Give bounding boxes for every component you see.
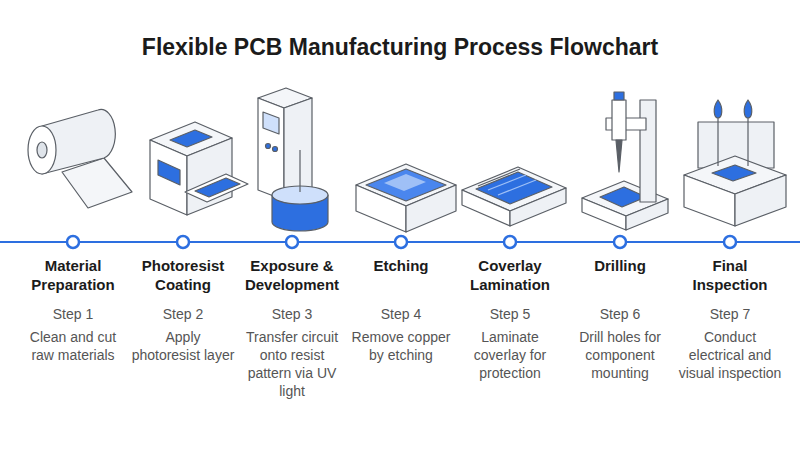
timeline (0, 236, 800, 248)
step-description: Drill holes for component mounting (568, 328, 672, 382)
process-step: Coverlay LaminationStep 5 Laminate coverl… (458, 236, 562, 382)
process-step: DrillingStep 6 Drill holes for component … (568, 236, 672, 382)
process-step: Material PreparationStep 1 Clean and cut … (21, 236, 125, 364)
step-description: Apply photoresist layer (131, 328, 235, 364)
step-title: Etching (349, 256, 453, 294)
etching-tank (356, 164, 456, 232)
step-title: Final Inspection (678, 256, 782, 294)
step-number: Step 5 (458, 306, 562, 323)
step-description: Laminate coverlay for protection (458, 328, 562, 382)
step-title: Coverlay Lamination (458, 256, 562, 294)
drilling-machine (582, 92, 668, 230)
step-number: Step 6 (568, 306, 672, 323)
process-step: Photoresist CoatingStep 2 Apply photoresi… (131, 236, 235, 364)
timeline-connector (672, 241, 678, 243)
step-title: Material Preparation (21, 256, 125, 294)
step-description: Transfer circuit onto resist pattern via… (240, 328, 344, 400)
material-roll (28, 109, 132, 208)
step-title: Drilling (568, 256, 672, 294)
step-number: Step 3 (240, 306, 344, 323)
step-number: Step 1 (21, 306, 125, 323)
step-description: Clean and cut raw materials (21, 328, 125, 364)
timeline-connector (562, 241, 568, 243)
diagram-title: Flexible PCB Manufacturing Process Flowc… (0, 34, 800, 61)
step-description: Conduct electrical and visual inspection (678, 328, 782, 382)
process-step: Exposure & DevelopmentStep 3 Transfer cir… (240, 236, 344, 400)
step-description: Remove copper by etching (349, 328, 453, 364)
laminator (462, 167, 566, 226)
step-number: Step 7 (678, 306, 782, 323)
step-number: Step 2 (131, 306, 235, 323)
step-title: Exposure & Development (240, 256, 344, 294)
timeline-connector (235, 241, 240, 243)
process-step: Final InspectionStep 7 Conduct electrical… (678, 236, 782, 382)
inspection-station (684, 100, 786, 226)
coating-machine (150, 122, 248, 215)
process-step: EtchingStep 4 Remove copper by etching (349, 236, 453, 364)
step-number: Step 4 (349, 306, 453, 323)
timeline-connector (344, 241, 349, 243)
step-title: Photoresist Coating (131, 256, 235, 294)
exposure-unit (258, 88, 328, 231)
timeline-connector (453, 241, 458, 243)
timeline-connector (125, 241, 131, 243)
